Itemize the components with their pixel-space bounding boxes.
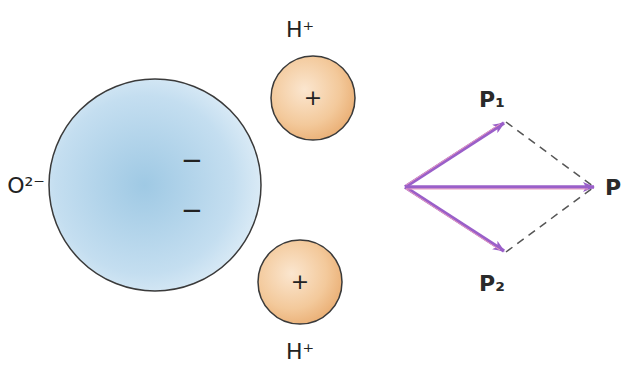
vector-highlight — [406, 189, 500, 250]
vector-label: P — [605, 177, 621, 199]
oxygen-atom: O²⁻−− — [48, 78, 262, 292]
ion-label: H⁺ — [286, 341, 314, 363]
charge-sign: − — [181, 147, 203, 173]
hydrogen-atom: H⁺+ — [270, 55, 356, 141]
atom-circle — [258, 240, 342, 324]
vector-label: P₁ — [479, 89, 505, 111]
atom-circle — [271, 56, 355, 140]
parallelogram-dash — [506, 122, 594, 187]
atom-circle — [49, 79, 261, 291]
vector-highlight — [406, 189, 588, 190]
dipole-vector — [405, 123, 504, 187]
ion-label: H⁺ — [286, 19, 314, 41]
charge-sign: − — [181, 197, 203, 223]
charge-sign: + — [291, 271, 309, 293]
parallelogram-dash — [506, 187, 594, 252]
atom-outline — [48, 78, 262, 292]
dipole-vector — [405, 187, 504, 251]
resultant-vector — [405, 185, 594, 189]
vector-highlight — [406, 124, 500, 185]
ion-label: O²⁻ — [7, 175, 45, 197]
hydrogen-atom: +H⁺ — [257, 239, 343, 325]
charge-sign: + — [304, 87, 322, 109]
vector-label: P₂ — [479, 273, 505, 295]
